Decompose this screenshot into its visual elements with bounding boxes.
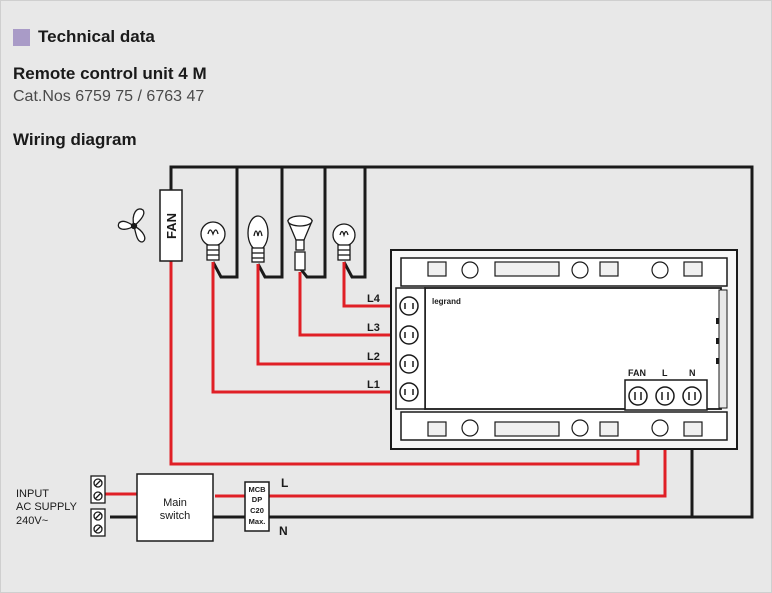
input-label: INPUT — [16, 488, 49, 500]
mcb-c20-label: C20 — [250, 506, 264, 515]
terminal-screws-left — [399, 296, 419, 402]
mcb-max-label: Max. — [249, 517, 266, 526]
mcb-label: MCB — [248, 485, 266, 494]
fan-icon — [117, 208, 146, 243]
fan-load-box: FAN — [159, 189, 183, 262]
catalog-numbers: Cat.Nos 6759 75 / 6763 47 — [13, 88, 205, 105]
product-name: Remote control unit 4 M — [13, 64, 207, 83]
mcb-breaker: MCB DP C20 Max. — [244, 481, 270, 532]
main-switch-label-1: Main — [163, 497, 187, 509]
section-title: Technical data — [38, 27, 155, 46]
lamp-2-icon — [247, 215, 269, 263]
section-marker-icon — [13, 28, 30, 46]
lamp-3-spot-icon — [287, 215, 313, 271]
terminal-label-l4: L4 — [367, 293, 381, 305]
terminal-label-fan: FAN — [628, 368, 646, 378]
section-header: Technical data — [13, 27, 155, 47]
ac-supply-label: AC SUPPLY — [16, 501, 78, 513]
terminal-screws-bottom — [628, 386, 702, 406]
lamp-4-icon — [332, 223, 356, 261]
brand-label: legrand — [432, 297, 461, 306]
terminal-label-l3: L3 — [367, 322, 380, 334]
terminal-label-n: N — [689, 368, 696, 378]
neutral-label: N — [279, 524, 288, 538]
terminal-label-l2: L2 — [367, 351, 380, 363]
remote-control-unit — [390, 249, 738, 450]
input-terminal-block — [90, 475, 106, 537]
wiring-diagram-title: Wiring diagram — [13, 130, 137, 149]
mcb-dp-label: DP — [252, 495, 262, 504]
terminal-label-l: L — [662, 368, 668, 378]
lamp-1-icon — [200, 221, 226, 261]
fan-load-label: FAN — [164, 213, 179, 239]
voltage-label: 240V~ — [16, 515, 48, 527]
main-switch-label-2: switch — [160, 510, 191, 522]
main-switch: Main switch — [136, 473, 214, 542]
neutral-wiring — [110, 165, 754, 519]
line-label: L — [281, 476, 288, 490]
terminal-label-l1: L1 — [367, 379, 380, 391]
